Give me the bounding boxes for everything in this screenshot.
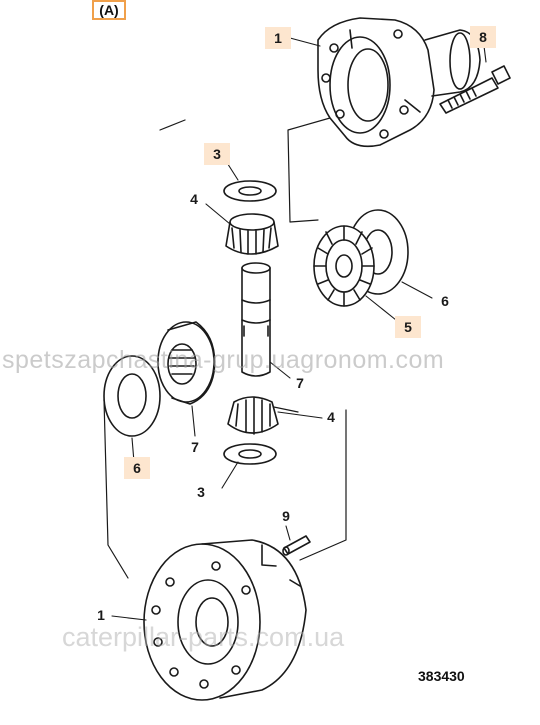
cross-shaft <box>241 262 271 377</box>
watermark-top: spetszapchastina-grup.uagronom.com <box>2 346 445 374</box>
bolt <box>439 65 511 114</box>
leader-lines <box>111 37 487 621</box>
figure-number: 383430 <box>418 668 465 684</box>
differential-case-top <box>317 17 481 148</box>
watermark-bottom: caterpillar-parts.com.ua <box>62 622 345 652</box>
callout-5: 5 <box>395 316 421 338</box>
callout-3-bottom: 3 <box>197 484 205 500</box>
callout-4-top: 4 <box>190 191 198 207</box>
callout-7-center: 7 <box>296 375 304 391</box>
callout-3-top: 3 <box>204 143 230 165</box>
callout-8: 8 <box>470 26 496 48</box>
pinion-gear-top <box>225 213 279 255</box>
differential-case-bottom <box>143 539 307 701</box>
callout-4-mid: 4 <box>327 409 335 425</box>
callout-7-left: 7 <box>191 439 199 455</box>
side-washer-left <box>103 355 161 437</box>
roll-pin <box>282 535 311 556</box>
thrust-washer-top <box>223 180 277 202</box>
callout-1-bottom: 1 <box>97 607 105 623</box>
callout-6-right: 6 <box>441 293 449 309</box>
thrust-washer-bottom <box>223 443 277 465</box>
side-gear-left <box>157 321 216 405</box>
pinion-gear-mid <box>227 396 279 435</box>
callout-1-top: 1 <box>265 27 291 49</box>
callout-9: 9 <box>282 508 290 524</box>
view-reference-label: (A) <box>92 0 126 20</box>
callout-6-left: 6 <box>124 457 150 479</box>
side-gear <box>313 225 375 307</box>
